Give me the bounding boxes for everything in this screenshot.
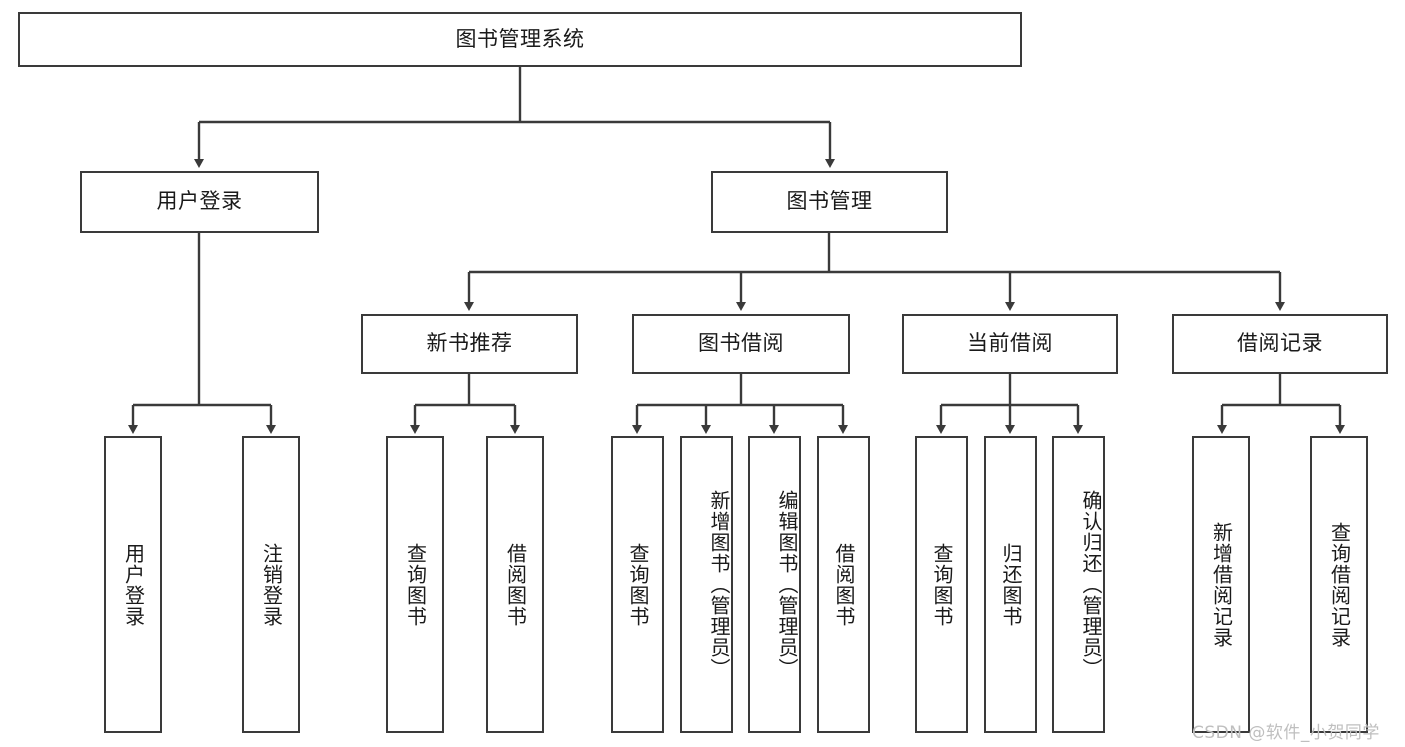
node-user-login-label: 用户登录: [156, 189, 243, 214]
node-book-management[interactable]: 图书管理: [711, 171, 948, 233]
leaf-borrow-book-1-label: 借阅图书: [503, 542, 528, 627]
leaf-add-book[interactable]: 新增图书（管理员）: [680, 436, 733, 733]
node-borrow-record-label: 借阅记录: [1237, 331, 1323, 356]
leaf-return-book[interactable]: 归还图书: [984, 436, 1037, 733]
leaf-add-borrow-record-label: 新增借阅记录: [1209, 521, 1234, 648]
leaf-borrow-book-1[interactable]: 借阅图书: [486, 436, 544, 733]
leaf-add-book-label: 新增图书（管理员）: [707, 490, 731, 679]
node-book-borrow[interactable]: 图书借阅: [632, 314, 850, 374]
leaf-edit-book[interactable]: 编辑图书（管理员）: [748, 436, 801, 733]
node-root-label: 图书管理系统: [455, 26, 585, 51]
node-current-borrow-label: 当前借阅: [967, 331, 1053, 356]
watermark-text: CSDN @软件_小贺同学: [1192, 723, 1380, 743]
leaf-user-login[interactable]: 用户登录: [104, 436, 162, 733]
node-new-book-recommend-label: 新书推荐: [426, 331, 513, 356]
leaf-confirm-return[interactable]: 确认归还（管理员）: [1052, 436, 1105, 733]
leaf-user-login-label: 用户登录: [121, 542, 146, 627]
leaf-edit-book-label: 编辑图书（管理员）: [775, 490, 799, 679]
node-borrow-record[interactable]: 借阅记录: [1172, 314, 1388, 374]
node-book-management-label: 图书管理: [786, 189, 873, 214]
node-new-book-recommend[interactable]: 新书推荐: [361, 314, 578, 374]
leaf-query-book-2-label: 查询图书: [626, 542, 650, 627]
leaf-borrow-book-2-label: 借阅图书: [832, 542, 856, 627]
leaf-query-book-1[interactable]: 查询图书: [386, 436, 444, 733]
leaf-logout[interactable]: 注销登录: [242, 436, 300, 733]
leaf-query-book-1-label: 查询图书: [403, 542, 428, 627]
leaf-logout-label: 注销登录: [259, 542, 284, 627]
leaf-query-borrow-record-label: 查询借阅记录: [1327, 521, 1352, 648]
node-current-borrow[interactable]: 当前借阅: [902, 314, 1118, 374]
leaf-query-book-3[interactable]: 查询图书: [915, 436, 968, 733]
leaf-query-book-2[interactable]: 查询图书: [611, 436, 664, 733]
leaf-query-book-3-label: 查询图书: [930, 542, 954, 627]
node-book-borrow-label: 图书借阅: [698, 331, 784, 356]
node-user-login[interactable]: 用户登录: [80, 171, 319, 233]
leaf-add-borrow-record[interactable]: 新增借阅记录: [1192, 436, 1250, 733]
leaf-return-book-label: 归还图书: [999, 542, 1023, 627]
node-root[interactable]: 图书管理系统: [18, 12, 1022, 67]
leaf-confirm-return-label: 确认归还（管理员）: [1079, 490, 1103, 679]
leaf-borrow-book-2[interactable]: 借阅图书: [817, 436, 870, 733]
watermark: CSDN @软件_小贺同学: [1192, 718, 1380, 743]
leaf-query-borrow-record[interactable]: 查询借阅记录: [1310, 436, 1368, 733]
